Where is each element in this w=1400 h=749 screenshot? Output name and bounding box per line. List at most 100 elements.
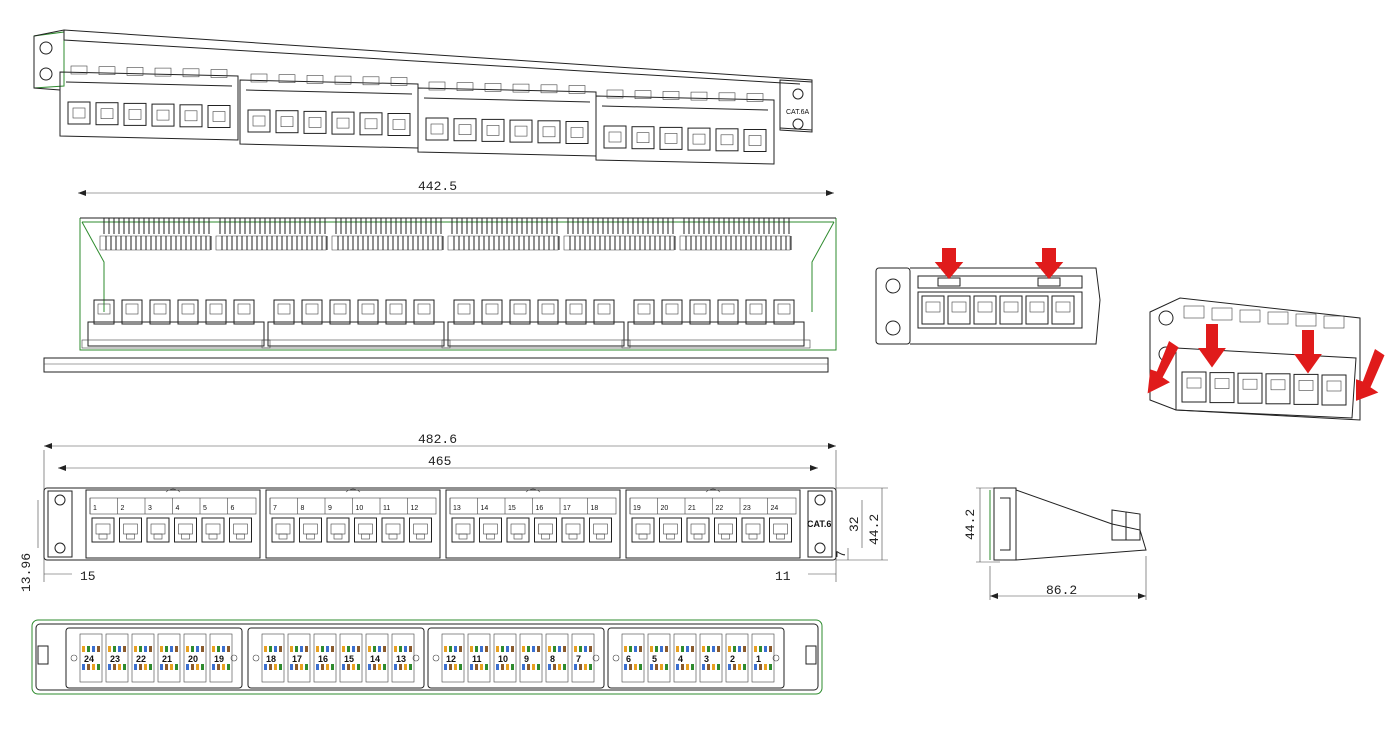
front-port bbox=[506, 517, 530, 543]
port-number-label: 5 bbox=[203, 505, 207, 512]
rear-port-number: 12 bbox=[446, 654, 456, 664]
front-port bbox=[299, 517, 322, 543]
detail-port bbox=[1237, 372, 1263, 404]
top-port bbox=[413, 299, 435, 325]
iso-port bbox=[303, 110, 327, 134]
detail-view-locking bbox=[875, 248, 1101, 345]
rear-port-number: 9 bbox=[524, 654, 529, 664]
port-number-label: 9 bbox=[328, 505, 332, 512]
dim-482-6: 482.6 bbox=[418, 432, 457, 447]
rear-port-number: 13 bbox=[396, 654, 406, 664]
iso-port bbox=[331, 111, 355, 135]
detail-port bbox=[1321, 374, 1347, 406]
dim-32: 32 bbox=[847, 516, 862, 532]
rear-module bbox=[247, 627, 425, 689]
front-module bbox=[265, 489, 441, 559]
arrow-out-icon bbox=[1147, 340, 1179, 394]
arrow-out-icon bbox=[1356, 348, 1385, 401]
port-number-label: 7 bbox=[273, 505, 277, 512]
top-port bbox=[509, 299, 531, 325]
port-number-label: 1 bbox=[93, 505, 97, 512]
detail-view-release bbox=[1147, 297, 1385, 421]
iso-cat-label: CAT.6A bbox=[786, 109, 810, 116]
arrow-down-icon bbox=[1294, 330, 1322, 374]
top-port bbox=[93, 299, 115, 325]
front-module bbox=[625, 489, 801, 559]
port-number-label: 4 bbox=[176, 505, 180, 512]
idc-block bbox=[209, 633, 233, 683]
idc-block bbox=[571, 633, 595, 683]
front-port bbox=[561, 517, 585, 543]
top-module bbox=[267, 321, 445, 347]
idc-block bbox=[287, 633, 311, 683]
detail-port bbox=[999, 295, 1023, 325]
dim-7: 7 bbox=[834, 550, 849, 558]
iso-port bbox=[715, 128, 739, 152]
front-port bbox=[479, 517, 502, 543]
iso-port bbox=[631, 126, 655, 150]
idc-block bbox=[365, 633, 389, 683]
port-number-label: 23 bbox=[743, 505, 751, 512]
front-port bbox=[589, 517, 612, 543]
dim-44-2: 44.2 bbox=[867, 514, 882, 545]
port-number-label: 10 bbox=[356, 505, 364, 512]
top-port bbox=[357, 299, 379, 325]
dim-11: 11 bbox=[775, 569, 791, 584]
front-port bbox=[714, 517, 737, 543]
iso-port bbox=[603, 125, 627, 149]
iso-port bbox=[509, 119, 533, 143]
rear-port-number: 10 bbox=[498, 654, 508, 664]
front-cat-label: CAT.6 bbox=[807, 519, 831, 529]
front-port bbox=[326, 517, 350, 543]
port-number-label: 16 bbox=[536, 505, 544, 512]
detail-port bbox=[1265, 373, 1291, 405]
front-port bbox=[91, 517, 115, 543]
dim-465: 465 bbox=[428, 454, 451, 469]
front-module bbox=[445, 489, 621, 559]
idc-block bbox=[545, 633, 569, 683]
iso-port bbox=[537, 120, 561, 144]
front-module bbox=[85, 489, 261, 559]
top-port bbox=[301, 299, 323, 325]
detail-port bbox=[1025, 295, 1049, 325]
rear-port-number: 1 bbox=[756, 654, 761, 664]
rear-port-number: 8 bbox=[550, 654, 555, 664]
rear-port-number: 16 bbox=[318, 654, 328, 664]
top-port bbox=[329, 299, 351, 325]
rear-module bbox=[607, 627, 785, 689]
iso-port bbox=[359, 112, 383, 136]
top-port bbox=[773, 299, 795, 325]
top-port bbox=[273, 299, 295, 325]
idc-block bbox=[725, 633, 749, 683]
front-port bbox=[201, 517, 225, 543]
top-module bbox=[627, 321, 805, 347]
rear-port-number: 24 bbox=[84, 654, 94, 664]
front-port bbox=[271, 517, 295, 543]
front-port bbox=[451, 517, 475, 543]
iso-port bbox=[275, 110, 299, 134]
dim-442-5: 442.5 bbox=[418, 179, 457, 194]
dim-86-2: 86.2 bbox=[1046, 583, 1077, 598]
port-number-label: 14 bbox=[481, 505, 489, 512]
port-number-label: 21 bbox=[688, 505, 696, 512]
arrow-down-icon bbox=[1198, 324, 1226, 368]
idc-block bbox=[467, 633, 491, 683]
front-port bbox=[146, 517, 170, 543]
rear-port-number: 5 bbox=[652, 654, 657, 664]
idc-block bbox=[157, 633, 181, 683]
arrow-down-icon bbox=[934, 248, 964, 280]
dim-15: 15 bbox=[80, 569, 96, 584]
rear-port-number: 23 bbox=[110, 654, 120, 664]
top-port bbox=[233, 299, 255, 325]
top-port bbox=[565, 299, 587, 325]
top-port bbox=[717, 299, 739, 325]
detail-port bbox=[973, 295, 997, 325]
port-number-label: 24 bbox=[771, 505, 779, 512]
idc-block bbox=[391, 633, 415, 683]
detail-port bbox=[921, 295, 945, 325]
iso-port bbox=[179, 104, 203, 128]
rear-port-number: 6 bbox=[626, 654, 631, 664]
top-port bbox=[689, 299, 711, 325]
top-port bbox=[453, 299, 475, 325]
